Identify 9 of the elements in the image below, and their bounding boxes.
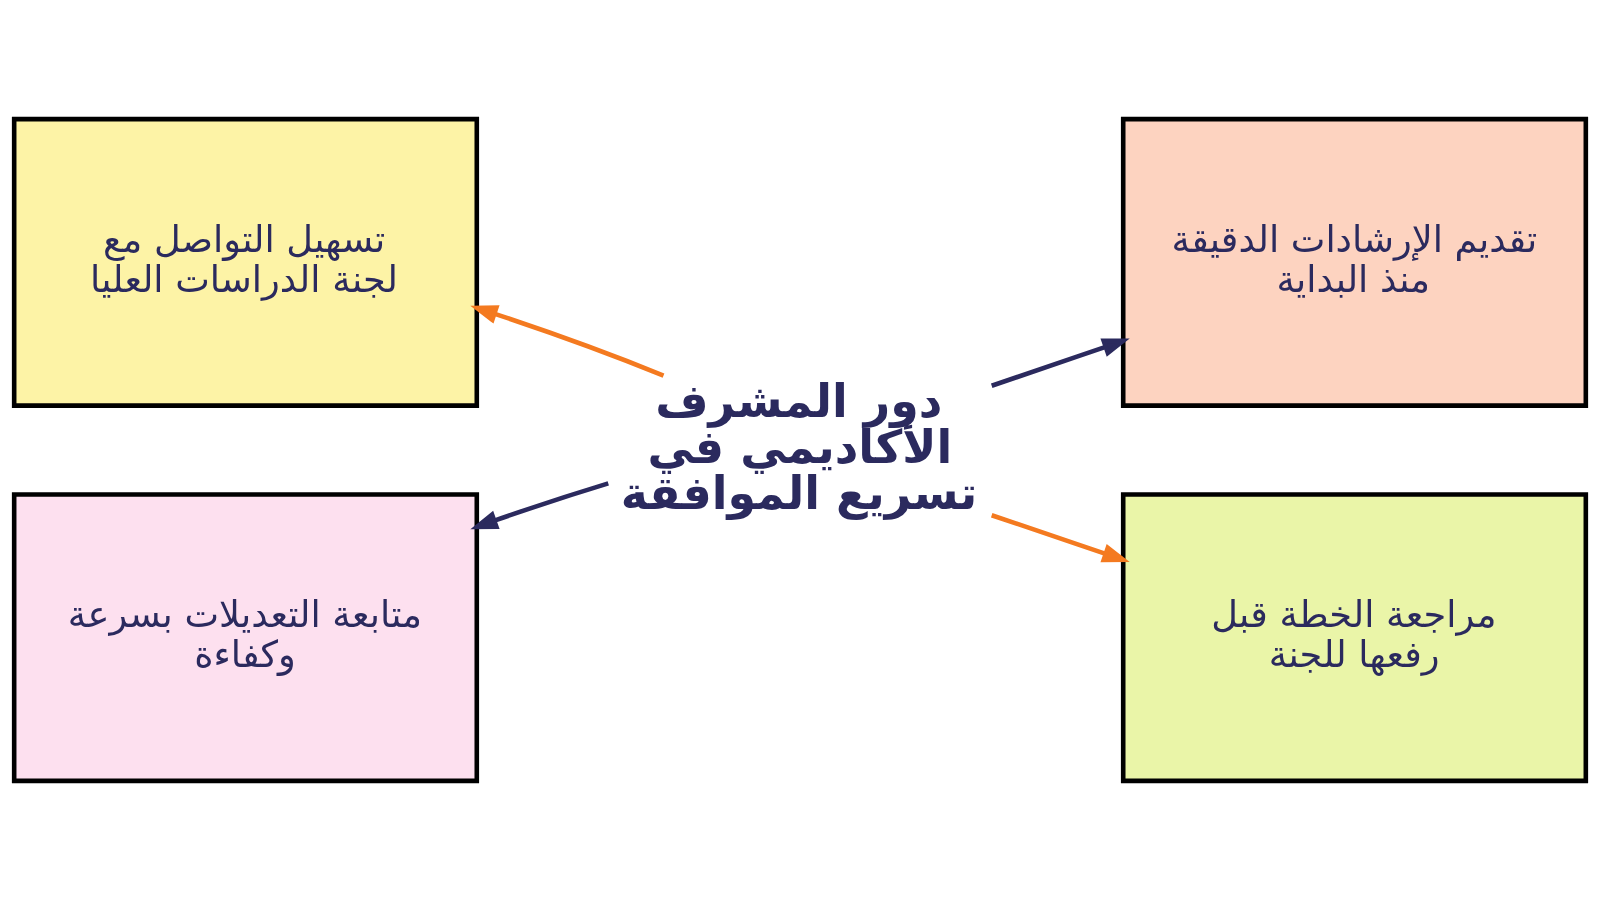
arrow xyxy=(990,513,1130,563)
node-box: تقديم الإرشادات الدقيقة منذ البداية xyxy=(1120,116,1589,408)
arrow xyxy=(990,338,1130,388)
node-box: تسهيل التواصل مع لجنة الدراسات العليا xyxy=(11,116,480,408)
arrow xyxy=(470,305,665,378)
node-box: متابعة التعديلات بسرعة وكفاءة xyxy=(11,492,480,784)
node-text: دور المشرف الأكاديمي في تسريع الموافقة xyxy=(620,374,978,520)
node-box: مراجعة الخطة قبل رفعها للجنة xyxy=(1120,492,1589,784)
arrow xyxy=(470,481,609,530)
